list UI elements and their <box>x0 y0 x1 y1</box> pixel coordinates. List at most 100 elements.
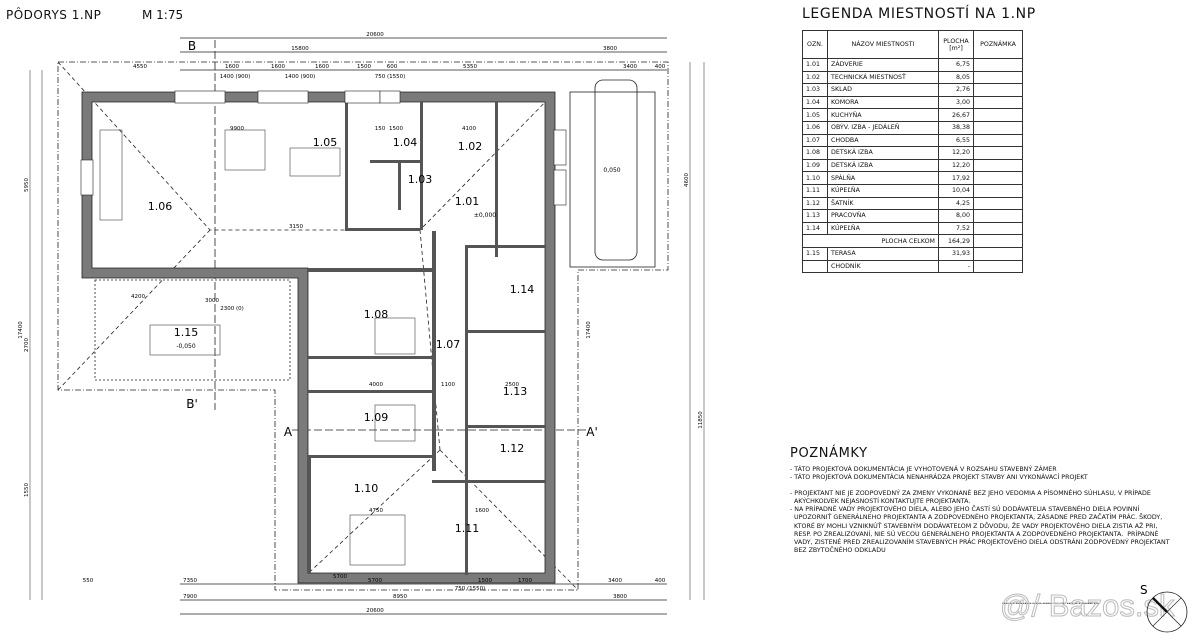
room-code: 1.05 <box>802 108 828 122</box>
room-note <box>973 221 1023 236</box>
room-note <box>973 196 1023 211</box>
legend-title: LEGENDA MIESTNOSTÍ NA 1.NP <box>802 6 1036 22</box>
dimension-label: 4600 <box>684 173 690 187</box>
stamp-fine-print: ▪▪▪▪ ▪▪▪ ▪▪▪▪ ▪▪▪▪▪ ▪▪▪ ▪▪ ▪▪▪▪▪▪ ▪▪▪ ▪▪… <box>1002 602 1099 605</box>
plan-labels: 1.011.021.031.041.051.061.071.081.091.10… <box>18 32 704 614</box>
double-bed <box>349 514 406 566</box>
dining-table <box>224 129 266 171</box>
total-label: PLOCHA CELKOM <box>802 234 939 248</box>
note-line: - NA PRÍPADNÉ VADY PROJEKTOVÉHO DIELA, A… <box>790 506 1140 514</box>
room-name: KOMORA <box>827 95 939 110</box>
room-label: 1.09 <box>364 411 389 424</box>
room-note <box>973 95 1023 110</box>
note-line: - TÁTO PROJEKTOVÁ DOKUMENTÁCIA NENAHRÁDZ… <box>790 474 1088 482</box>
interior-wall <box>308 455 435 458</box>
roof-ridge <box>57 61 556 231</box>
room-label: 1.08 <box>364 308 389 321</box>
section-marker: B <box>188 39 196 53</box>
north-arrow-icon: S <box>1140 583 1188 633</box>
level-mark: ±0,000 <box>474 212 496 219</box>
roof-hip <box>297 449 441 584</box>
dimension-label: 3000 <box>205 298 219 304</box>
dimension-label: 1500 <box>389 126 403 132</box>
interior-wall <box>465 245 545 248</box>
legend-column-header: NÁZOV MIESTNOSTI <box>827 30 939 59</box>
dimension-label: 2300 (0) <box>220 306 244 312</box>
room-area: 8,00 <box>938 209 974 223</box>
room-name: SPÁLŇA <box>827 171 939 185</box>
note-line: - TÁTO PROJEKTOVÁ DOKUMENTÁCIA JE VYHOTO… <box>790 466 1057 473</box>
north-label: S <box>1140 583 1148 597</box>
room-code: 1.06 <box>802 120 828 135</box>
interior-wall <box>465 480 545 483</box>
room-name: CHODNÍK <box>827 259 939 274</box>
dimension-label: 150 <box>375 126 386 132</box>
dimension-label: 11850 <box>698 411 704 429</box>
dimension-label: 17400 <box>586 321 592 339</box>
room-area: 38,38 <box>938 120 974 135</box>
dimension-label: 1500 <box>357 64 371 70</box>
dimension-label: 400 <box>655 578 666 584</box>
room-label: 1.04 <box>393 136 418 149</box>
room-code: 1.07 <box>802 133 828 148</box>
dimension-label: 1600 <box>225 64 239 70</box>
room-label: 1.10 <box>354 482 379 495</box>
interior-wall <box>465 330 545 333</box>
section-marker: A' <box>586 425 598 439</box>
room-code: 1.14 <box>802 221 828 236</box>
room-note <box>973 146 1023 160</box>
room-label: 1.06 <box>148 200 173 213</box>
dimension-label: 7350 <box>183 578 197 584</box>
level-mark: -0,050 <box>176 343 196 350</box>
dimension-label: 3150 <box>289 224 303 230</box>
interior-wall <box>308 268 435 272</box>
kitchen-island <box>289 147 341 177</box>
room-code: 1.04 <box>802 95 828 110</box>
dimension-label: 1600 <box>271 64 285 70</box>
drawing-title: PÔDORYS 1.NP <box>6 8 102 22</box>
dimension-label: 5700 <box>333 574 347 580</box>
dimension-label: 7900 <box>183 594 197 600</box>
room-area: 3,00 <box>938 95 974 110</box>
bed <box>374 317 416 355</box>
dimension-label: 4100 <box>462 126 476 132</box>
interior-wall <box>370 160 422 163</box>
interior-wall <box>432 480 467 483</box>
dimension-label: 1600 <box>315 64 329 70</box>
legend-row: CHODNÍK- <box>802 259 1023 274</box>
dimension-label: 4550 <box>133 64 147 70</box>
dimension-label: 1700 <box>518 578 532 584</box>
room-name: PRACOVŇA <box>827 209 939 223</box>
room-area: 6,75 <box>938 58 974 72</box>
dimension-label: 550 <box>83 578 94 584</box>
walls <box>80 90 567 584</box>
window <box>174 90 226 104</box>
level-mark: 0,050 <box>603 167 620 174</box>
window <box>344 90 381 104</box>
room-note <box>973 259 1023 274</box>
room-area: 8,05 <box>938 70 974 85</box>
dimension-label: 4750 <box>369 508 383 514</box>
room-label: 1.14 <box>510 283 535 296</box>
room-note <box>973 120 1023 135</box>
interior-wall <box>308 455 311 573</box>
bed <box>374 404 416 442</box>
dimension-label: 17400 <box>18 321 24 339</box>
room-note <box>973 183 1023 198</box>
car-symbol <box>594 79 638 261</box>
section-marker: B' <box>186 397 198 411</box>
window <box>379 90 401 104</box>
room-name: ZÁDVERIE <box>827 58 939 72</box>
room-code: 1.02 <box>802 70 828 85</box>
note-line: - PROJEKTANT NIE JE ZODPOVEDNÝ ZA ZMENY … <box>790 490 1151 498</box>
dimension-label: 3800 <box>613 594 627 600</box>
dimension-label: 1550 <box>24 483 30 497</box>
dimension-label: 3400 <box>623 64 637 70</box>
room-label: 1.02 <box>458 140 483 153</box>
